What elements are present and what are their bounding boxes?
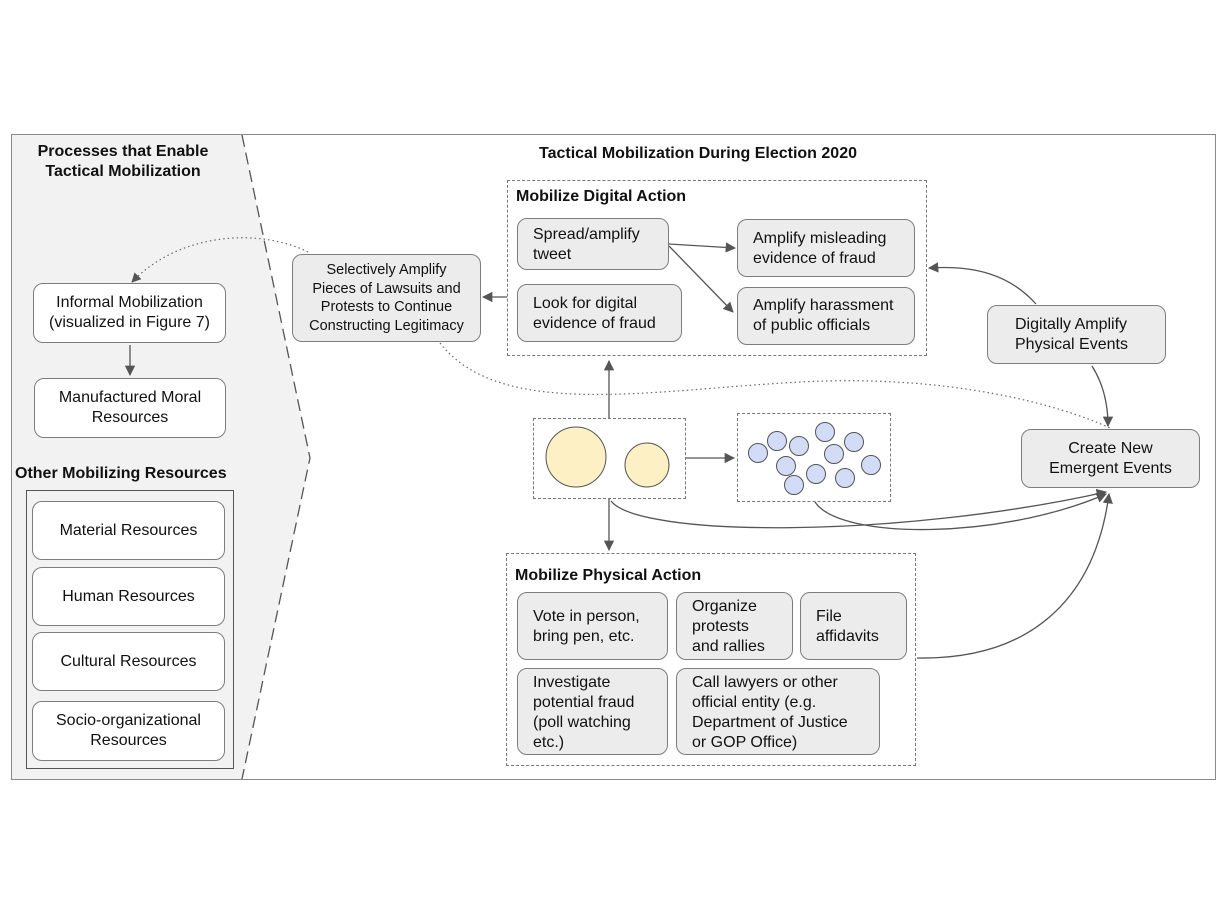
other-resources-title: Other Mobilizing Resources <box>15 465 227 482</box>
arrow-physical-to-create <box>916 492 1113 659</box>
file-affidavits-box: File affidavits <box>800 592 907 660</box>
organize-protests-box: Organize protests and rallies <box>676 592 793 660</box>
investigate-fraud-box: Investigate potential fraud (poll watchi… <box>517 668 668 755</box>
arrow-amplify-to-create <box>1091 365 1114 428</box>
main-title: Tactical Mobilization During Election 20… <box>539 145 857 162</box>
dotted-curve-to-informal <box>131 237 309 283</box>
resource-socio-organizational: Socio-organizational Resources <box>32 701 225 761</box>
left-panel-title: Processes that Enable Tactical Mobilizat… <box>37 143 209 180</box>
left-panel-dashed-edge <box>241 134 311 780</box>
call-lawyers-box: Call lawyers or other official entity (e… <box>676 668 880 755</box>
resource-human: Human Resources <box>32 567 225 626</box>
spread-amplify-box: Spread/amplify tweet <box>517 218 669 270</box>
physical-action-title: Mobilize Physical Action <box>515 567 702 584</box>
arrow-spread-to-misleading <box>668 242 737 253</box>
crowd-group <box>737 413 891 502</box>
leaders-group <box>533 418 686 499</box>
arrow-crowd-to-create <box>814 492 1107 531</box>
diagram-frame <box>11 134 1216 780</box>
other-resources-group <box>26 490 234 769</box>
selectively-amplify-box: Selectively Amplify Pieces of Lawsuits a… <box>292 254 481 342</box>
amplify-harassment-box: Amplify harassment of public officials <box>737 287 915 345</box>
amplify-misleading-box: Amplify misleading evidence of fraud <box>737 219 915 277</box>
arrow-spread-to-harassment <box>668 245 734 313</box>
look-for-evidence-box: Look for digital evidence of fraud <box>517 284 682 342</box>
digital-action-title: Mobilize Digital Action <box>516 188 687 205</box>
arrow-amplify-to-digital <box>927 262 1037 305</box>
informal-mobilization-box: Informal Mobilization (visualized in Fig… <box>33 283 226 343</box>
arrow-leaders-to-create <box>610 488 1108 529</box>
resource-material: Material Resources <box>32 501 225 560</box>
vote-in-person-box: Vote in person, bring pen, etc. <box>517 592 668 660</box>
create-new-events-box: Create New Emergent Events <box>1021 429 1200 488</box>
physical-action-group <box>506 553 916 766</box>
digital-action-group <box>507 180 927 356</box>
digitally-amplify-box: Digitally Amplify Physical Events <box>987 305 1166 364</box>
resource-cultural: Cultural Resources <box>32 632 225 691</box>
manufactured-moral-box: Manufactured Moral Resources <box>34 378 226 438</box>
